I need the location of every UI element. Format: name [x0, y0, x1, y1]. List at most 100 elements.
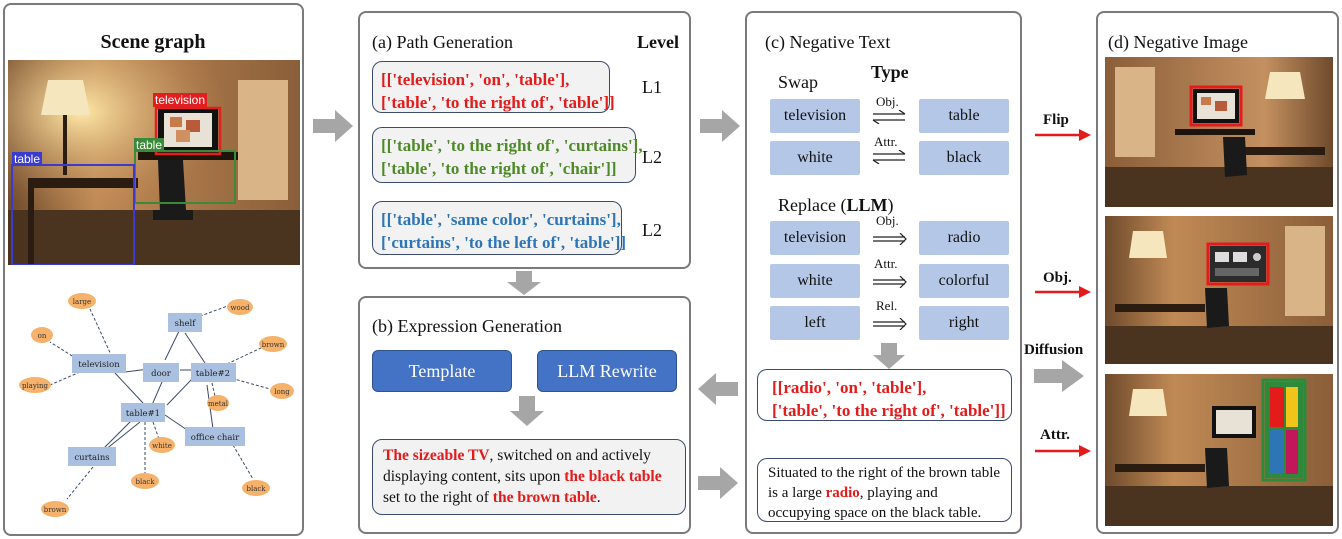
node-wood: [227, 299, 253, 315]
path-1-line2: ['table', 'to the right of', 'table']]: [381, 93, 615, 112]
flip-image-drawing: [1105, 57, 1333, 207]
path-1-level: L1: [642, 77, 662, 97]
node-playing: [19, 377, 51, 393]
caption-plain-2: , playing and occupying space on the bla…: [768, 485, 982, 521]
replace-arrow-icon: [873, 233, 907, 245]
path-3-line2: ['curtains', 'to the left of', 'table']]: [381, 233, 627, 252]
arrow-down-expression: [510, 396, 544, 426]
replace-row-2-left: white: [770, 264, 860, 298]
replace-row-2-type: Attr.: [874, 256, 898, 271]
path-3-line1: [['table', 'same color', 'curtains'],: [381, 210, 621, 229]
caption-plain-1: Situated to the right of the brown table…: [768, 465, 1001, 501]
scene-photo-drawing: [8, 60, 300, 265]
node-metal-label: metal: [208, 400, 229, 408]
scene-graph-drawing: large on playing wood brown long metal w…: [19, 293, 294, 517]
replace-label: Replace (LLM): [778, 195, 894, 215]
node-office-chair-label: office chair: [191, 433, 240, 443]
arrow-scene-to-path: [313, 110, 353, 142]
node-shelf: [168, 313, 202, 332]
node-door: [143, 363, 179, 382]
flip-label: Flip: [1043, 112, 1069, 128]
path-2-line2: ['table', 'to the right of', 'chair']]: [381, 159, 617, 178]
node-black-2: [242, 480, 270, 496]
node-long-label: long: [274, 388, 290, 396]
expression-plain-2: set to the right of: [383, 489, 493, 506]
negative-image-title: (d) Negative Image: [1108, 32, 1248, 52]
arrow-negative-to-expression: [698, 373, 738, 405]
arrow-path-to-negative-text: [700, 110, 740, 142]
replace-arrow-icon: [873, 276, 907, 288]
negative-image-obj: [1105, 216, 1333, 364]
graph-edges: [49, 303, 271, 500]
node-on-label: on: [38, 332, 47, 340]
attr-label: Attr.: [1040, 427, 1070, 443]
replace-row-3-left: left: [770, 306, 860, 340]
node-office-chair: [185, 427, 245, 446]
node-metal: [207, 395, 229, 411]
node-shelf-label: shelf: [175, 319, 197, 329]
node-black-1-label: black: [135, 478, 155, 486]
path-generation-panel: (a) Path Generation Level [['television'…: [358, 11, 691, 269]
arrow-down-negative-text: [873, 343, 905, 369]
node-brown-label: brown: [262, 341, 285, 349]
node-large: [68, 293, 96, 309]
node-door-label: door: [151, 369, 172, 379]
path-2-level: L2: [642, 147, 662, 167]
node-table2: [191, 363, 236, 382]
node-brown-2-label: brown: [44, 506, 67, 514]
photo-label-table-blue: table: [12, 152, 43, 166]
negative-image-attr: [1105, 374, 1333, 526]
node-curtains: [68, 447, 116, 466]
swap-row-1-type: Obj.: [876, 94, 899, 109]
type-label: Type: [871, 62, 909, 82]
arrow-expression-to-caption: [698, 467, 738, 499]
replace-row-1-left: television: [770, 221, 860, 255]
expression-text-box: The sizeable TV, switched on and activel…: [372, 439, 686, 515]
expression-plain-3: .: [596, 489, 601, 506]
node-white: [149, 437, 175, 453]
negative-path-line1: [[radio', 'on', 'table'],: [772, 378, 927, 397]
path-2-line1: [['table', 'to the right of', 'curtains'…: [381, 136, 643, 155]
llm-rewrite-button: LLM Rewrite: [537, 350, 677, 392]
diffusion-label: Diffusion: [1024, 342, 1084, 358]
node-table1: [121, 403, 165, 422]
replace-row-1-type: Obj.: [876, 213, 899, 228]
swap-icon: [872, 150, 906, 164]
negative-text-panel: (c) Negative Text Swap Type television O…: [745, 11, 1022, 534]
attr-arrow-icon: [1035, 445, 1091, 457]
node-television: [72, 354, 126, 373]
scene-photo: television table table: [8, 60, 300, 265]
node-black-1: [131, 473, 159, 489]
expression-red-3: the brown table: [492, 489, 597, 506]
obj-arrow-icon: [1035, 286, 1091, 298]
negative-image-flip: [1105, 57, 1333, 207]
swap-row-1-left: television: [770, 99, 860, 133]
flip-arrow-icon: [1035, 129, 1091, 141]
node-curtains-label: curtains: [74, 453, 109, 463]
negative-text-title: (c) Negative Text: [765, 32, 891, 52]
negative-path-line2: ['table', 'to the right of', 'table']]: [772, 401, 1006, 420]
template-button: Template: [372, 350, 512, 392]
attr-image-drawing: [1105, 374, 1333, 526]
expression-generation-panel: (b) Expression Generation Template LLM R…: [358, 296, 691, 534]
node-black-2-label: black: [246, 485, 266, 493]
scene-graph-title: Scene graph: [100, 31, 206, 53]
swap-row-1-right: table: [919, 99, 1009, 133]
swap-row-2-type: Attr.: [874, 134, 898, 149]
photo-label-table-green: table: [134, 138, 165, 152]
expression-red-1: The sizeable TV: [383, 447, 490, 464]
replace-row-1-right: radio: [919, 221, 1009, 255]
photo-label-television: television: [153, 93, 208, 107]
caption-red: radio: [825, 485, 860, 501]
node-television-label: television: [78, 360, 120, 370]
replace-row-3-type: Rel.: [876, 298, 898, 313]
swap-row-2-right: black: [919, 141, 1009, 175]
path-3-level: L2: [642, 220, 662, 240]
obj-image-drawing: [1105, 216, 1333, 364]
expression-red-2: the black table: [564, 468, 662, 485]
node-long: [270, 383, 294, 399]
node-table1-label: table#1: [126, 409, 160, 419]
node-wood-label: wood: [231, 304, 250, 312]
level-header: Level: [637, 32, 679, 52]
replace-arrow-icon: [873, 318, 907, 330]
